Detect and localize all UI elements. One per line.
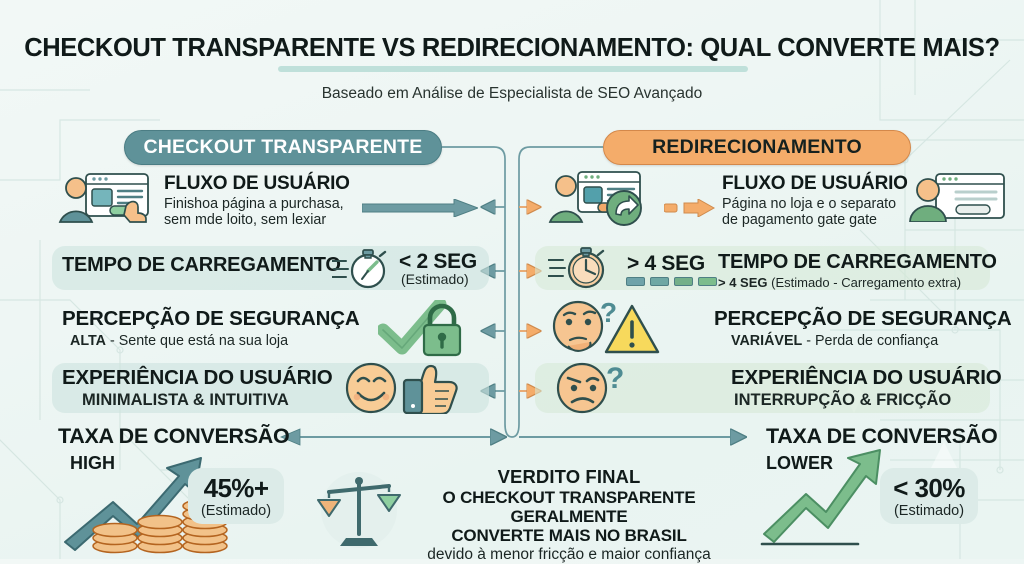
row-tempo-label-right: TEMPO DE CARREGAMENTO <box>718 251 997 273</box>
column-badge-left[interactable]: CHECKOUT TRANSPARENTE <box>124 130 442 165</box>
row-fluxo-label-right: FLUXO DE USUÁRIO <box>722 173 908 194</box>
green-up-arrow-icon <box>760 449 881 546</box>
svg-text:?: ? <box>606 362 624 395</box>
conversion-callout-right: < 30% (Estimado) <box>880 468 978 524</box>
smile-thumbsup-icon <box>345 362 458 414</box>
conversion-value-right: < 30% <box>893 473 965 503</box>
page-title: CHECKOUT TRANSPARENTE VS REDIRECIONAMENT… <box>24 34 1000 62</box>
conversion-tag-right: LOWER <box>766 453 833 473</box>
arrow-head-left <box>279 428 301 446</box>
verdict-line2: CONVERTE MAIS NO BRASIL <box>451 526 687 546</box>
confused-face-icon: ? <box>556 362 624 414</box>
row-seguranca-detail-left: ALTA - Sente que está na sua loja <box>70 333 288 349</box>
row-seguranca-label-left: PERCEPÇÃO DE SEGURANÇA <box>62 307 360 330</box>
loading-progress-segments <box>626 277 717 286</box>
user-browser-redirect-icon <box>548 171 642 226</box>
stopwatch-fast-icon <box>332 249 387 289</box>
scales-balance-icon <box>317 472 401 548</box>
row-experiencia-detail-left: MINIMALISTA & INTUITIVA <box>82 391 289 409</box>
row-fluxo-label-left: FLUXO DE USUÁRIO <box>164 173 350 194</box>
row-fluxo-line1-left: Finishoa página a purchasa, <box>164 196 344 212</box>
verdict-line1: O CHECKOUT TRANSPARENTE GERALMENTE <box>442 488 696 527</box>
user-browser-small-icon <box>909 173 1005 222</box>
row-tempo-pill-left <box>52 246 489 290</box>
title-underline <box>278 66 748 72</box>
flow-arrow-right-orange-icon <box>664 199 716 217</box>
verdict-line3: devido à menor fricção e maior confiança <box>427 545 711 563</box>
loading-segment-2 <box>650 277 669 286</box>
row-seguranca-status-left: ALTA <box>70 333 106 349</box>
row-fluxo-line1-right: Página no loja e o separato <box>722 196 897 212</box>
conversion-value-left: 45%+ <box>203 473 269 503</box>
loading-segment-4 <box>698 277 717 286</box>
svg-text:?: ? <box>600 300 617 328</box>
conversion-note-left: (Estimado) <box>200 503 272 519</box>
row-experiencia-detail-right: INTERRUPÇÃO & FRICÇÃO <box>734 391 952 409</box>
row-seguranca-text-right: - Perda de confiança <box>806 333 939 349</box>
check-lock-icon <box>378 300 462 357</box>
row-seguranca-label-right: PERCEPÇÃO DE SEGURANÇA <box>714 307 1012 330</box>
row-tempo-note-right: > 4 SEG (Estimado - Carregamento extra) <box>718 275 962 291</box>
row-experiencia-label-right: EXPERIÊNCIA DO USUÁRIO <box>731 366 1002 389</box>
row-tempo-label-left: TEMPO DE CARREGAMENTO <box>62 254 341 276</box>
row-fluxo-line2-left: sem mde loito, sem lexiar <box>164 212 327 228</box>
conversion-title-right: TAXA DE CONVERSÃO <box>766 424 998 448</box>
row-tempo-value-left: < 2 SEG <box>399 250 477 273</box>
thinking-warning-icon: ? <box>552 300 660 354</box>
verdict-heading: VERDITO FINAL <box>497 466 641 487</box>
row-seguranca-detail-right: VARIÁVEL - Perda de confiança <box>731 333 938 349</box>
page-subtitle: Baseado em Análise de Especialista de SE… <box>321 85 703 102</box>
row-seguranca-status-right: VARIÁVEL <box>731 333 803 349</box>
row-tempo-note-right-text: (Estimado - Carregamento extra) <box>771 275 962 290</box>
row-tempo-value-right: > 4 SEG <box>627 252 705 275</box>
row-tempo-note-left: (Estimado) <box>401 271 469 287</box>
loading-segment-1 <box>626 277 645 286</box>
user-browser-tap-icon <box>58 173 149 223</box>
stopwatch-slow-icon <box>548 247 605 289</box>
up-arrow-coins-icon <box>64 457 228 554</box>
flow-arrow-right-teal-icon <box>362 199 478 217</box>
row-fluxo-line2-right: de pagamento gate gate <box>722 212 878 228</box>
column-badge-right[interactable]: REDIRECIONAMENTO <box>603 130 911 165</box>
row-tempo-note-right-bold: > 4 SEG <box>718 275 768 290</box>
loading-segment-3 <box>674 277 693 286</box>
row-seguranca-text-left: - Sente que está na sua loja <box>109 333 289 349</box>
row-experiencia-label-left: EXPERIÊNCIA DO USUÁRIO <box>62 366 333 389</box>
conversion-callout-left: 45%+ (Estimado) <box>188 468 284 524</box>
conversion-note-right: (Estimado) <box>893 503 965 519</box>
